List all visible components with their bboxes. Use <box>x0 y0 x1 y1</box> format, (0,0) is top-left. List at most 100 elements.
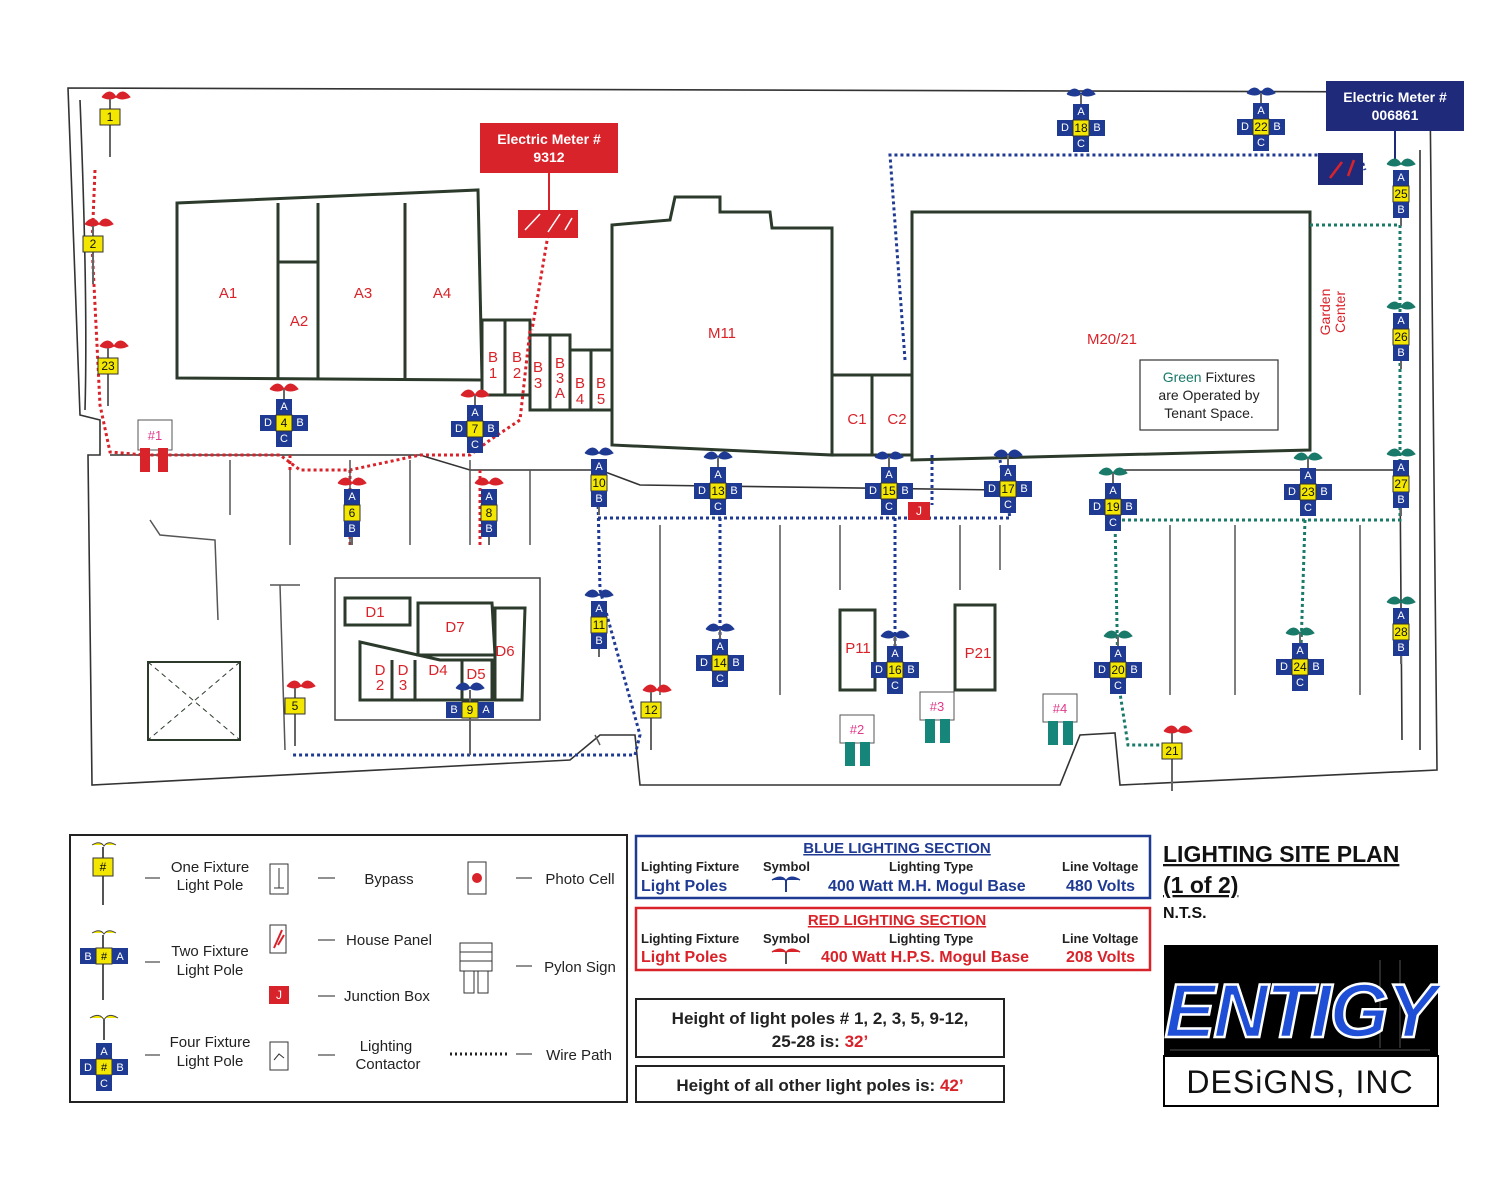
legend-lighting-contactor-symbol <box>269 1041 289 1071</box>
pole-14-q3-fixture-head <box>705 623 735 632</box>
unit-b5-b: 5 <box>597 391 605 408</box>
pole-13-q2 <box>709 482 727 500</box>
legend-house-panel-symbol <box>269 924 287 954</box>
unit-b3a-b: 3 <box>556 370 564 387</box>
pole-5-3-number: 5 <box>292 699 299 713</box>
unit-d2-b: 2 <box>376 677 384 694</box>
pole-18-q7-a <box>1073 104 1089 120</box>
legend-two-b: B <box>84 951 91 963</box>
pole-4-q0-letter-b: B <box>296 417 303 429</box>
pole-27-letter-b: B <box>1397 494 1404 506</box>
pole-8-number: 8 <box>486 506 493 520</box>
pylon-signs: #1 #2 #3 #4 <box>137 419 1078 766</box>
pole-23-q11-letter-c: C <box>1304 502 1312 514</box>
blue-col-type: Lighting Type <box>889 859 973 874</box>
pole-2-1-fixture-head <box>84 218 114 227</box>
pole-27-a <box>1393 460 1409 476</box>
pole-25-number: 25 <box>1394 187 1408 201</box>
pole-17-q6-letter-b: B <box>1020 483 1027 495</box>
pole-18-q7-letter-a: A <box>1077 106 1085 118</box>
pole-19-q8-d <box>1089 499 1105 515</box>
unit-b3-a: B <box>533 359 543 376</box>
unit-d3-b: 3 <box>399 677 407 694</box>
pole-24-q12-letter-d: D <box>1280 661 1288 673</box>
pole-23-q11-d <box>1284 484 1300 500</box>
pole-28-letter-a: A <box>1397 610 1405 622</box>
meter-9312-number: 9312 <box>533 149 564 165</box>
pole-23-q11-number: 23 <box>1301 485 1315 499</box>
red-col-type: Lighting Type <box>889 931 973 946</box>
red-voltage: 208 Volts <box>1066 949 1135 966</box>
pole-26-letter-b: B <box>1397 347 1404 359</box>
unit-a2: A2 <box>290 313 308 330</box>
legend-photo-cell-symbol <box>467 861 487 895</box>
pole-14-q3 <box>711 654 729 672</box>
legend-junction-box-symbol: J <box>269 986 289 1004</box>
pole-22-q10-letter-b: B <box>1273 121 1280 133</box>
pole-26-b <box>1393 345 1409 361</box>
pole-23-q11-c <box>1300 500 1316 516</box>
unit-p11: P11 <box>845 640 871 657</box>
pole-4-q0-a <box>276 399 292 415</box>
pole-19-q8-letter-c: C <box>1109 517 1117 529</box>
blue-type: 400 Watt M.H. Mogul Base <box>828 878 1026 895</box>
pole-7-q1-letter-b: B <box>487 423 494 435</box>
pole-20-q9-a <box>1110 646 1126 662</box>
legend-four-a: A <box>100 1046 108 1058</box>
pole-16-q5-a <box>887 646 903 662</box>
pole-8-letter-b: B <box>485 523 492 535</box>
pole-13-q2-letter-a: A <box>714 469 722 481</box>
pole-8-letter-a: A <box>485 491 493 503</box>
pole-7-q1-d <box>451 421 467 437</box>
pylon-3-label: #3 <box>930 699 944 714</box>
pole-10-letter-a: A <box>595 461 603 473</box>
legend-four-b: B <box>116 1062 123 1074</box>
pole-23-q11-letter-a: A <box>1304 470 1312 482</box>
pole-10-a <box>591 459 607 475</box>
pole-27-b <box>1393 492 1409 508</box>
unit-a4: A4 <box>433 285 451 302</box>
pole-20-q9-letter-b: B <box>1130 664 1137 676</box>
pole-10-letter-b: B <box>595 493 602 505</box>
red-col-voltage: Line Voltage <box>1062 931 1138 946</box>
pole-4-q0-letter-a: A <box>280 401 288 413</box>
pole-16-q5-letter-d: D <box>875 664 883 676</box>
pole-16-q5-letter-a: A <box>891 648 899 660</box>
pole-22-q10-letter-d: D <box>1241 121 1249 133</box>
unit-m11: M11 <box>708 325 736 342</box>
pole-15-q4-a <box>881 467 897 483</box>
pole-14-q3-letter-b: B <box>732 657 739 669</box>
pole-1-0-fixture-head <box>101 91 131 100</box>
pole-22-q10-a <box>1253 103 1269 119</box>
legend-pylon-sign: Pylon Sign <box>544 959 616 976</box>
pole-11-number: 11 <box>593 618 606 632</box>
pole-13-q2-number: 13 <box>711 484 725 498</box>
logo-subtext: DESiGNS, INC <box>1186 1064 1413 1100</box>
pole-5-3 <box>284 697 306 715</box>
legend-four-d: D <box>84 1062 92 1074</box>
blue-fixture: Light Poles <box>641 878 727 895</box>
pylon-2: #2 <box>839 714 875 766</box>
red-lighting-section: RED LIGHTING SECTION Lighting Fixture Sy… <box>634 906 1152 972</box>
blue-col-voltage: Line Voltage <box>1062 859 1138 874</box>
unit-p21: P21 <box>965 645 992 662</box>
pole-14-q3-number: 14 <box>713 656 727 670</box>
pole-20-q9-fixture-head <box>1103 630 1133 639</box>
pole-14-q3-letter-a: A <box>716 641 724 653</box>
pole-13-q2-letter-c: C <box>714 501 722 513</box>
unit-d4: D4 <box>428 662 447 679</box>
pole-19-q8-letter-a: A <box>1109 485 1117 497</box>
unit-d5: D5 <box>466 666 485 683</box>
pole-22-q10-b <box>1269 119 1285 135</box>
pole-17-q6-letter-d: D <box>988 483 996 495</box>
pole-18-q7-b <box>1089 120 1105 136</box>
red-type: 400 Watt H.P.S. Mogul Base <box>821 949 1029 966</box>
garden-center-line2: Center <box>1332 291 1348 333</box>
legend-lighting-contactor-line2: Contactor <box>355 1056 420 1073</box>
blue-section-heading: BLUE LIGHTING SECTION <box>803 840 991 857</box>
pole-15-q4-letter-d: D <box>869 485 877 497</box>
pole-17-q6-letter-a: A <box>1004 467 1012 479</box>
red-section-heading: RED LIGHTING SECTION <box>808 912 986 929</box>
pole-20-q9-number: 20 <box>1111 663 1125 677</box>
